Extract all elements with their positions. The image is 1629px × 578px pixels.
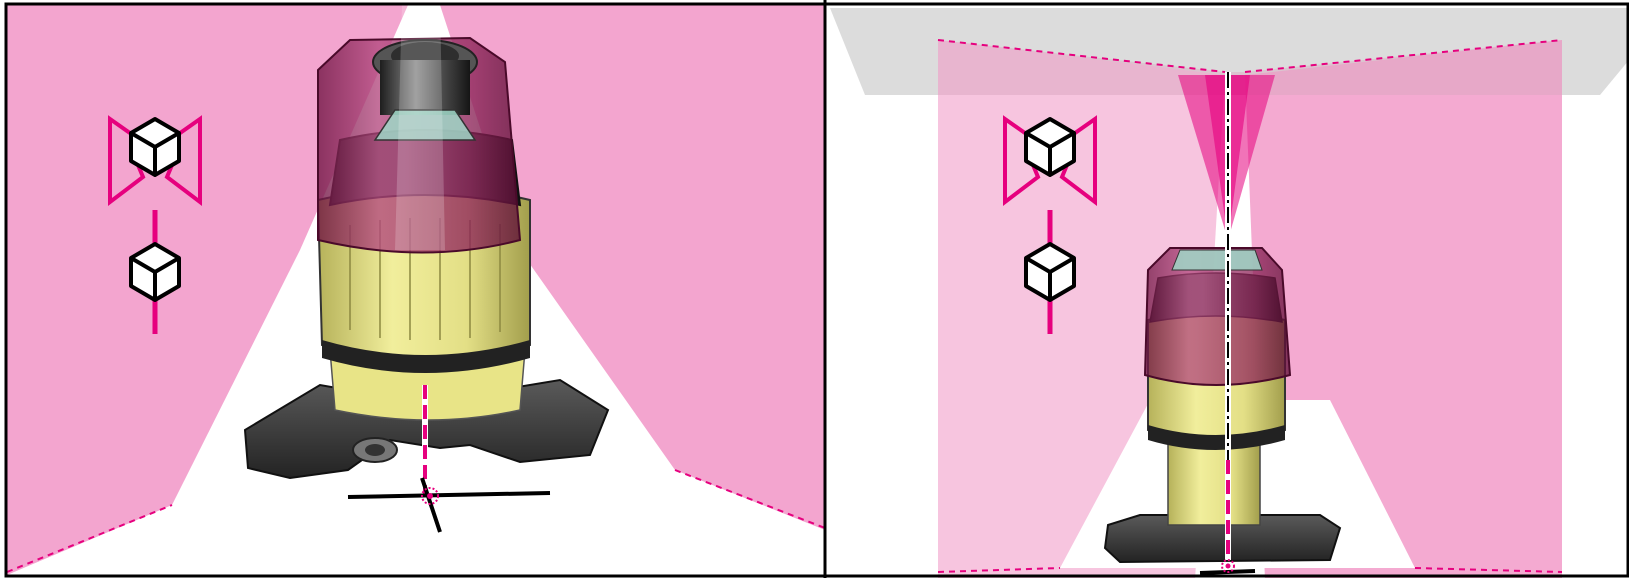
laser-beam-cone <box>395 5 445 250</box>
right-panel <box>827 5 1629 578</box>
left-panel <box>7 5 825 575</box>
device-lower-body <box>1168 440 1260 525</box>
mounting-thread-hole <box>365 444 385 456</box>
laser-window <box>1172 250 1262 270</box>
